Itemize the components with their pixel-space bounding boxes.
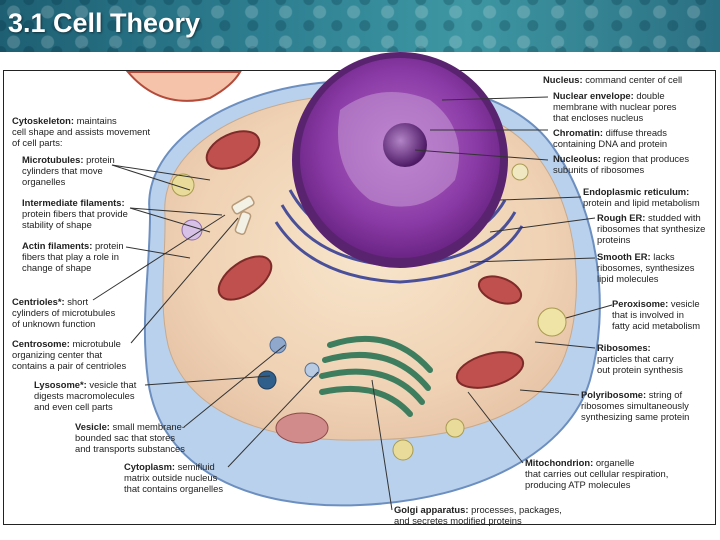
slide-header: 3.1 Cell Theory	[0, 0, 720, 52]
centrioles	[231, 195, 255, 235]
label-endoplasmic-reticulum: Endoplasmic reticulum:protein and lipid …	[583, 186, 700, 208]
label-vesicle: Vesicle: small membrane-bounded sac that…	[75, 421, 185, 454]
header-texture	[0, 0, 720, 52]
label-nucleus: Nucleus: command center of cell	[543, 74, 683, 85]
slide-title: 3.1 Cell Theory	[8, 8, 201, 38]
nucleolus	[383, 123, 427, 167]
neighbor-cell	[125, 71, 242, 102]
vesicles	[171, 163, 567, 461]
leader-lines	[92, 96, 613, 511]
mitochondria	[205, 130, 525, 389]
label-golgi-apparatus: Golgi apparatus: processes, packages,and…	[394, 504, 562, 526]
label-intermediate-filaments: Intermediate filaments:protein fibers th…	[22, 197, 128, 230]
golgi-apparatus	[319, 335, 433, 417]
